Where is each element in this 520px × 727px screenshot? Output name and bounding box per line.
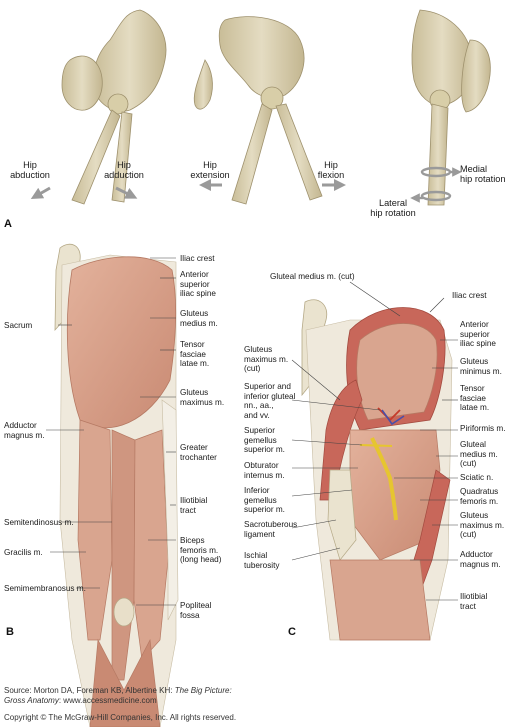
- label-c-iliotibial-tract: Iliotibial tract: [460, 592, 488, 611]
- label-medial-hip-rotation: Medial hip rotation: [460, 164, 506, 185]
- label-c-obturator-internus: Obturator internus m.: [244, 461, 285, 480]
- label-c-adductor-magnus: Adductor magnus m.: [460, 550, 501, 569]
- label-b-gracilis: Gracilis m.: [4, 548, 43, 557]
- label-c-iliac-crest: Iliac crest: [452, 291, 487, 300]
- label-b-biceps-femoris: Biceps femoris m. (long head): [180, 536, 222, 565]
- panel-c-letter: C: [288, 626, 296, 638]
- abduction-arrow: [30, 186, 51, 199]
- label-c-gluteal-medius-cut: Gluteal medius m. (cut): [270, 272, 355, 281]
- label-c-gluteal-nerves-vessels: Superior and inferior gluteal nn., aa., …: [244, 382, 296, 420]
- label-c-gluteus-minimus: Gluteus minimus m.: [460, 357, 502, 376]
- source-line-2: Gross Anatomy: www.accessmedicine.com: [4, 696, 157, 705]
- label-lateral-hip-rotation: Lateral hip rotation: [370, 198, 416, 219]
- label-c-gluteus-maximus-cut-right: Gluteus maximus m. (cut): [460, 511, 505, 540]
- source-line-1: Source: Morton DA, Foreman KB, Albertine…: [4, 686, 232, 695]
- label-b-gluteus-medius: Gluteus medius m.: [180, 309, 218, 328]
- label-b-iliac-crest: Iliac crest: [180, 254, 215, 263]
- label-hip-abduction: Hip abduction: [10, 160, 50, 181]
- label-hip-extension: Hip extension: [190, 160, 230, 181]
- pelvis-femur-abduction-drawing: [61, 9, 167, 205]
- label-c-asis: Anterior superior iliac spine: [460, 320, 496, 349]
- panel-b-leader-lines: [46, 257, 176, 606]
- label-c-gluteal-medius-cut-right: Gluteal medius m. (cut): [460, 440, 498, 469]
- label-b-greater-trochanter: Greater trochanter: [180, 443, 217, 462]
- label-c-quadratus-femoris: Quadratus femoris m.: [460, 487, 499, 506]
- pelvis-femur-flexion-drawing: [193, 16, 323, 205]
- label-c-inferior-gemellus: Inferior gemellus superior m.: [244, 486, 285, 515]
- panel-a-illustrations: [30, 9, 491, 206]
- label-b-popliteal-fossa: Popliteal fossa: [180, 601, 212, 620]
- panel-c-leader-lines: [291, 281, 458, 601]
- label-c-sciatic-nerve: Sciatic n.: [460, 473, 494, 482]
- label-hip-adduction: Hip adduction: [104, 160, 144, 181]
- label-c-gluteus-maximus-cut-left: Gluteus maximus m. (cut): [244, 345, 289, 374]
- label-c-ischial-tuberosity: Ischial tuberosity: [244, 551, 280, 570]
- panel-c-illustration: [291, 281, 458, 641]
- label-c-tensor-fasciae-latae: Tensor fasciae latae m.: [460, 384, 490, 413]
- label-b-semitendinosus: Semitendinosus m.: [4, 518, 74, 527]
- label-b-tensor-fasciae-latae: Tensor fasciae latae m.: [180, 340, 210, 369]
- label-b-sacrum: Sacrum: [4, 321, 33, 330]
- label-b-asis: Anterior superior iliac spine: [180, 270, 216, 299]
- label-b-gluteus-maximus: Gluteus maximus m.: [180, 388, 225, 407]
- panel-a-letter: A: [4, 218, 12, 230]
- label-c-piriformis: Piriformis m.: [460, 424, 506, 433]
- panel-b-illustration: [46, 243, 179, 727]
- label-c-superior-gemellus: Superior gemellus superior m.: [244, 426, 285, 455]
- copyright-line: Copyright © The McGraw-Hill Companies, I…: [4, 713, 237, 722]
- adduction-arrow: [115, 186, 138, 199]
- label-c-sacrotuberous-ligament: Sacrotuberous ligament: [244, 520, 298, 539]
- label-b-adductor-magnus: Adductor magnus m.: [4, 421, 45, 440]
- label-b-iliotibial-tract: Iliotibial tract: [180, 496, 208, 515]
- pelvis-femur-rotation-drawing: [411, 9, 491, 206]
- label-b-semimembranosus: Semimembranosus m.: [4, 584, 86, 593]
- panel-b-letter: B: [6, 626, 14, 638]
- label-hip-flexion: Hip flexion: [317, 160, 345, 181]
